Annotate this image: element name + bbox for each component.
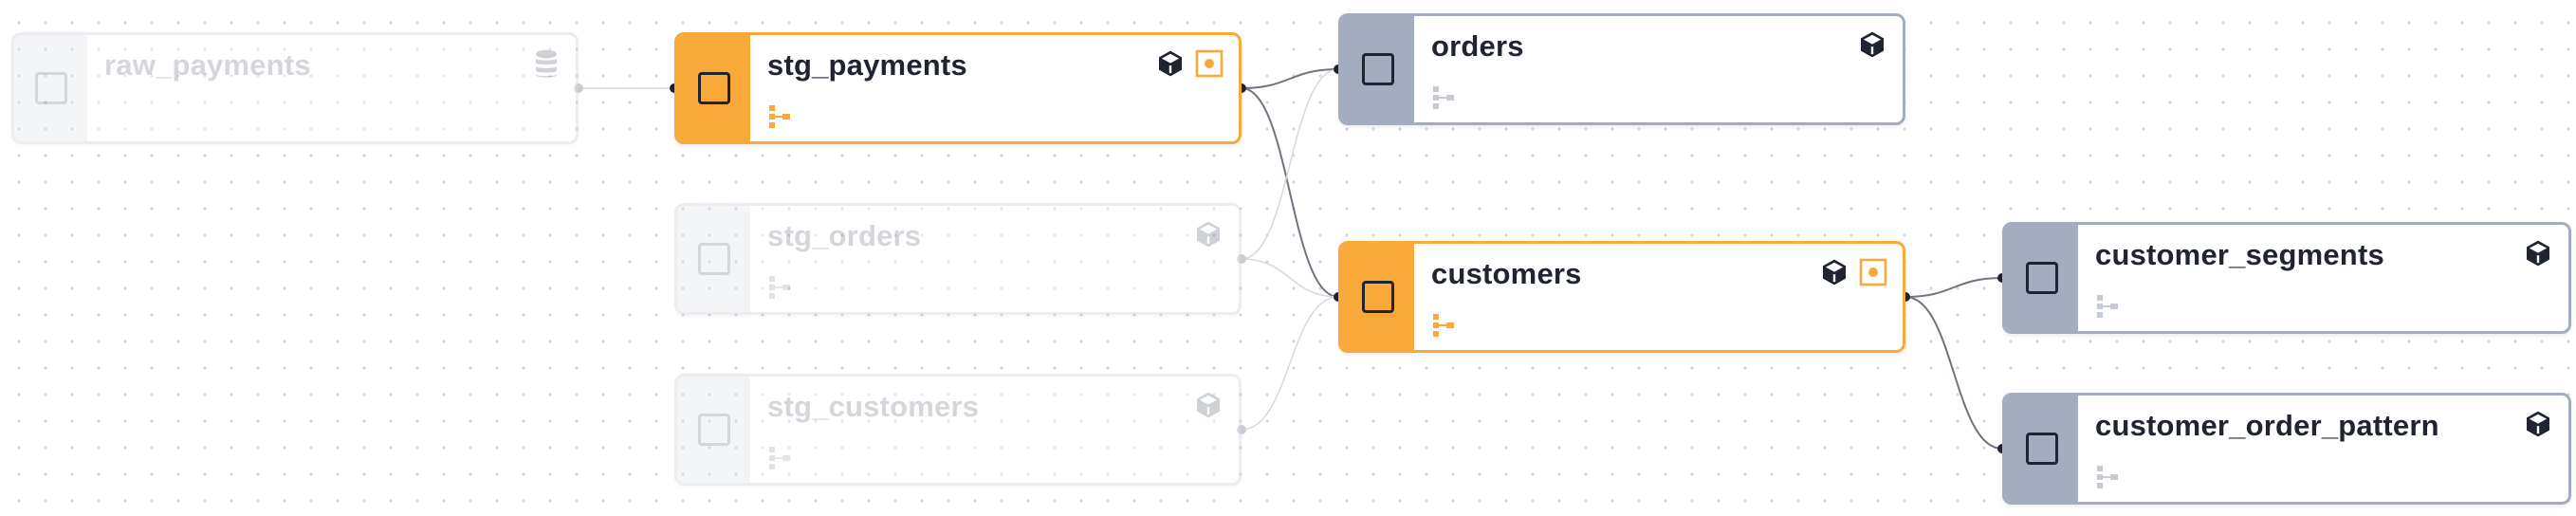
node-title: stg_orders — [767, 219, 922, 252]
cube-icon — [2523, 238, 2553, 268]
node-body: stg_payments — [750, 35, 1239, 141]
node-body: raw_payments — [87, 35, 576, 141]
node-stg-orders[interactable]: stg_orders — [674, 203, 1242, 315]
node-icons — [1155, 48, 1224, 79]
cube-icon — [1193, 219, 1224, 249]
cube-icon — [1155, 48, 1186, 79]
node-strip — [2005, 225, 2078, 331]
node-title: orders — [1431, 29, 1524, 63]
edge-stg-orders-to-customers — [1241, 258, 1339, 298]
node-icons — [1819, 257, 1887, 287]
node-body: customer_order_pattern — [2078, 396, 2568, 502]
cube-icon — [1193, 390, 1224, 420]
node-body: orders — [1414, 16, 1903, 122]
node-customer-order-pattern[interactable]: customer_order_pattern — [2002, 393, 2571, 505]
cube-icon — [1819, 257, 1849, 287]
edge-stg-customers-to-customers — [1241, 296, 1339, 431]
node-stg-customers[interactable]: stg_customers — [674, 374, 1242, 486]
edge-stg-payments-to-customers — [1241, 87, 1339, 298]
node-body: stg_orders — [750, 206, 1239, 312]
select-checkbox[interactable] — [1361, 53, 1394, 85]
lineage-icon[interactable] — [1431, 84, 1456, 111]
node-raw-payments[interactable]: raw_payments — [11, 32, 579, 144]
node-icons — [1193, 390, 1224, 420]
node-title: customers — [1431, 257, 1582, 290]
node-icons — [1193, 219, 1224, 249]
node-body: customers — [1414, 244, 1903, 350]
node-icons — [2523, 238, 2553, 268]
node-title: stg_customers — [767, 390, 980, 423]
node-strip — [1341, 244, 1414, 350]
node-title: customer_segments — [2095, 238, 2384, 271]
lineage-icon[interactable] — [767, 274, 792, 301]
select-checkbox[interactable] — [697, 243, 730, 275]
node-title: stg_payments — [767, 48, 967, 82]
edge-customers-to-customer-segments — [1904, 277, 2003, 298]
select-checkbox[interactable] — [697, 72, 730, 104]
lineage-icon[interactable] — [2095, 464, 2120, 490]
node-customer-segments[interactable]: customer_segments — [2002, 222, 2571, 334]
focus-icon[interactable] — [1195, 49, 1224, 78]
select-checkbox[interactable] — [2025, 433, 2058, 465]
lineage-icon[interactable] — [767, 445, 792, 471]
node-strip — [14, 35, 87, 141]
node-title: customer_order_pattern — [2095, 409, 2439, 442]
select-checkbox[interactable] — [697, 414, 730, 446]
edge-stg-orders-to-orders — [1241, 68, 1339, 260]
cube-icon — [2523, 409, 2553, 439]
node-stg-payments[interactable]: stg_payments — [674, 32, 1242, 144]
edge-customers-to-customer-order-pattern — [1904, 296, 2003, 450]
node-icons — [2523, 409, 2553, 439]
node-strip — [2005, 396, 2078, 502]
node-body: customer_segments — [2078, 225, 2568, 331]
node-orders[interactable]: orders — [1338, 13, 1905, 125]
lineage-icon[interactable] — [2095, 293, 2120, 320]
cube-icon — [1857, 29, 1887, 60]
node-strip — [677, 206, 750, 312]
lineage-icon[interactable] — [767, 103, 792, 130]
focus-icon[interactable] — [1859, 258, 1887, 286]
select-checkbox[interactable] — [34, 72, 67, 104]
select-checkbox[interactable] — [1361, 281, 1394, 313]
node-icons — [1857, 29, 1887, 60]
database-icon — [532, 48, 561, 81]
node-strip — [677, 377, 750, 483]
node-strip — [1341, 16, 1414, 122]
edge-stg-payments-to-orders — [1241, 68, 1339, 89]
node-strip — [677, 35, 750, 141]
select-checkbox[interactable] — [2025, 262, 2058, 294]
node-title: raw_payments — [104, 48, 311, 82]
node-body: stg_customers — [750, 377, 1239, 483]
node-icons — [532, 48, 561, 81]
node-customers[interactable]: customers — [1338, 241, 1905, 353]
lineage-icon[interactable] — [1431, 312, 1456, 339]
